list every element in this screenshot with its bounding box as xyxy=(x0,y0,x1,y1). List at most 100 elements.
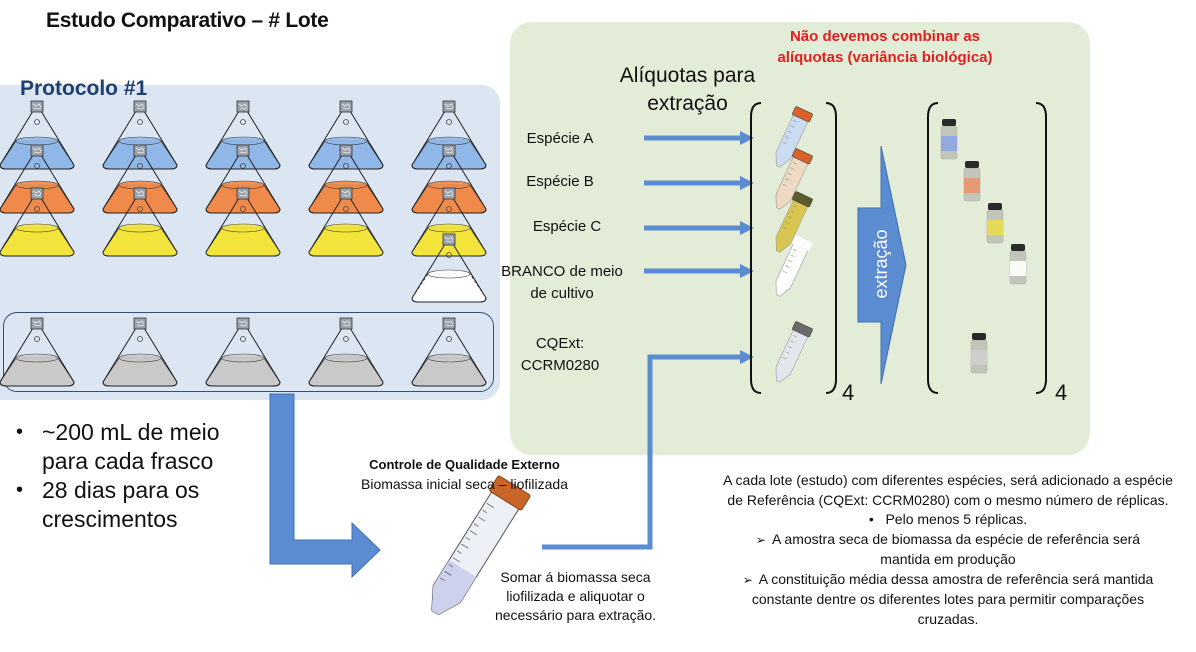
flask-outline xyxy=(411,197,487,257)
liquid-surface xyxy=(15,136,59,146)
liquid-surface xyxy=(427,136,471,146)
flask-stopper xyxy=(442,100,456,113)
bubble-icon xyxy=(34,336,40,342)
aliquot-tube-icon xyxy=(775,191,813,253)
vial-cap xyxy=(965,161,979,168)
bubble-icon xyxy=(240,206,246,212)
bubble-icon xyxy=(137,206,143,212)
flask-outline xyxy=(411,110,487,170)
aliquot-tube-cap xyxy=(792,106,813,123)
sample-vial-icon xyxy=(986,203,1004,244)
aliquot-tube-icon xyxy=(775,106,813,168)
tube-graduation xyxy=(790,125,795,128)
aliquot-tube-body xyxy=(775,328,809,383)
culture-flask xyxy=(102,100,178,170)
notes-intro: A cada lote (estudo) com diferentes espé… xyxy=(723,472,1173,508)
flask-outline xyxy=(205,154,281,214)
flask-outline xyxy=(205,327,281,387)
stopper-texture xyxy=(238,190,248,197)
control-flask xyxy=(0,317,75,387)
liquid-surface xyxy=(427,223,471,233)
quality-control-note: Somar á biomassa seca liofilizada e aliq… xyxy=(494,569,657,623)
tube-graduation xyxy=(790,254,795,257)
stopper-texture xyxy=(32,103,42,110)
stopper-texture xyxy=(444,190,454,197)
vial-cap xyxy=(942,119,956,126)
flask-stopper xyxy=(442,144,456,157)
down-right-arrow xyxy=(269,393,381,579)
bubble-icon xyxy=(446,119,452,125)
aliquot-tube-icon xyxy=(775,148,813,210)
tube-graduation xyxy=(787,345,792,349)
liquid-surface xyxy=(324,136,368,146)
culture-flask xyxy=(308,100,384,170)
flask-outline xyxy=(308,327,384,387)
flask-stopper xyxy=(30,317,44,330)
tube-graduation xyxy=(785,351,790,354)
stopper-texture xyxy=(135,103,145,110)
slide-title: Estudo Comparativo – # Lote xyxy=(46,9,329,32)
stopper-texture xyxy=(444,320,454,327)
tube-graduation xyxy=(456,550,462,554)
quality-control-subtitle: Biomassa inicial seca – liofilizada xyxy=(361,476,568,492)
bullet-dot-icon: • xyxy=(868,511,886,527)
stopper-texture xyxy=(135,147,145,154)
culture-flask xyxy=(0,144,75,214)
stopper-texture xyxy=(444,147,454,154)
aliquot-tube-cap xyxy=(792,191,813,208)
tube-graduation xyxy=(785,221,790,224)
flask-stopper xyxy=(133,144,147,157)
tube-graduation xyxy=(465,536,471,541)
bubble-icon xyxy=(343,119,349,125)
tube-graduation xyxy=(473,523,479,527)
vial-content xyxy=(941,136,957,151)
flask-stopper xyxy=(339,144,353,157)
notes-point-2: ➢A constituição média dessa amostra de r… xyxy=(700,570,1196,630)
culture-flask xyxy=(205,187,281,257)
aliquot-tube-cap xyxy=(792,321,813,338)
tube-graduation xyxy=(486,503,494,508)
connector-arrowhead xyxy=(740,350,754,364)
sample-vial-icon xyxy=(963,161,981,202)
notes-bullet-text: Pelo menos 5 réplicas. xyxy=(885,511,1028,527)
extraction-arrow xyxy=(857,145,907,385)
liquid-surface xyxy=(221,353,265,363)
stopper-texture xyxy=(238,147,248,154)
species-arrowhead xyxy=(740,176,754,190)
bubble-icon xyxy=(343,336,349,342)
tube-graduation xyxy=(782,183,787,187)
tube-graduation xyxy=(787,130,792,134)
notes-bullet: • Pelo menos 5 réplicas. xyxy=(700,510,1196,530)
tube-graduation xyxy=(782,356,787,360)
stopper-texture xyxy=(444,236,454,243)
tube-graduation xyxy=(792,249,797,252)
stopper-texture xyxy=(32,190,42,197)
flask-stopper xyxy=(236,187,250,200)
flask-outline xyxy=(308,154,384,214)
tube-graduation xyxy=(782,226,787,230)
culture-flask xyxy=(102,187,178,257)
bubble-icon xyxy=(240,163,246,169)
tube-graduation xyxy=(478,516,486,522)
flask-stopper xyxy=(442,317,456,330)
flask-stopper xyxy=(30,187,44,200)
sample-vial-icon xyxy=(970,333,988,374)
tube-graduation xyxy=(461,543,469,549)
species-arrowhead xyxy=(740,264,754,278)
flask-stopper xyxy=(339,187,353,200)
flask-stopper xyxy=(133,187,147,200)
flask-outline xyxy=(308,110,384,170)
stopper-texture xyxy=(341,190,351,197)
culture-flask xyxy=(0,100,75,170)
vial-cap xyxy=(972,333,986,340)
tube-graduation xyxy=(787,215,792,219)
liquid-surface xyxy=(427,353,471,363)
species-label-b: Espécie B xyxy=(526,173,594,190)
flask-stopper xyxy=(30,100,44,113)
bubble-icon xyxy=(34,206,40,212)
stopper-texture xyxy=(238,320,248,327)
species-label-blank: BRANCO de meio de cultivo xyxy=(501,263,623,302)
bubble-icon xyxy=(240,336,246,342)
flask-stopper xyxy=(339,100,353,113)
